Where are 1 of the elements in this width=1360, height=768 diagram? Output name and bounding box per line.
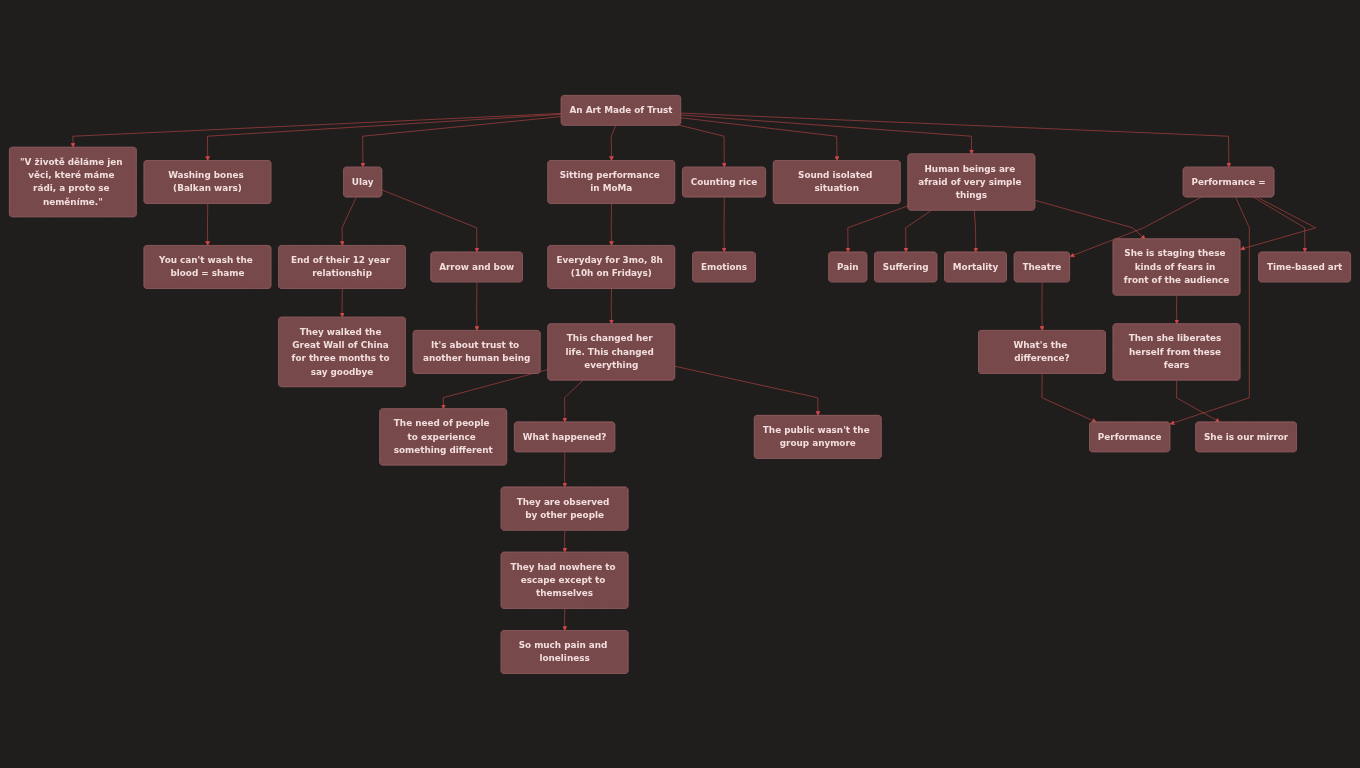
mind-map: An Art Made of Trust "V životě děláme jen věci, které máme rádi, a proto se neměníme." Human beings are afraid of very simple things Washing bones (Balkan wars) Sitting performance in MoMa Sound isolated situation Ulay Counting rice Performance = She is staging these kinds of fears in front of the audience You can't wash the blood = shame End of their 12 year relationship Arrow and bow Everyday for 3mo, 8h (10h on Fridays) Emotions Pain Suffering Mortality Theatre Time-based art They walked the Great Wall of China for three months to say goodbye This changed her life. This changed everything Then she liberates herself from these fears It's about trust to another human being What's the difference? The need of people to experience something different The public wasn't the group anymore What happened? Performance She is our mirror They are observed by other people They had nowhere to escape except to themselves So much pain and loneliness: [5, 90, 1355, 678]
